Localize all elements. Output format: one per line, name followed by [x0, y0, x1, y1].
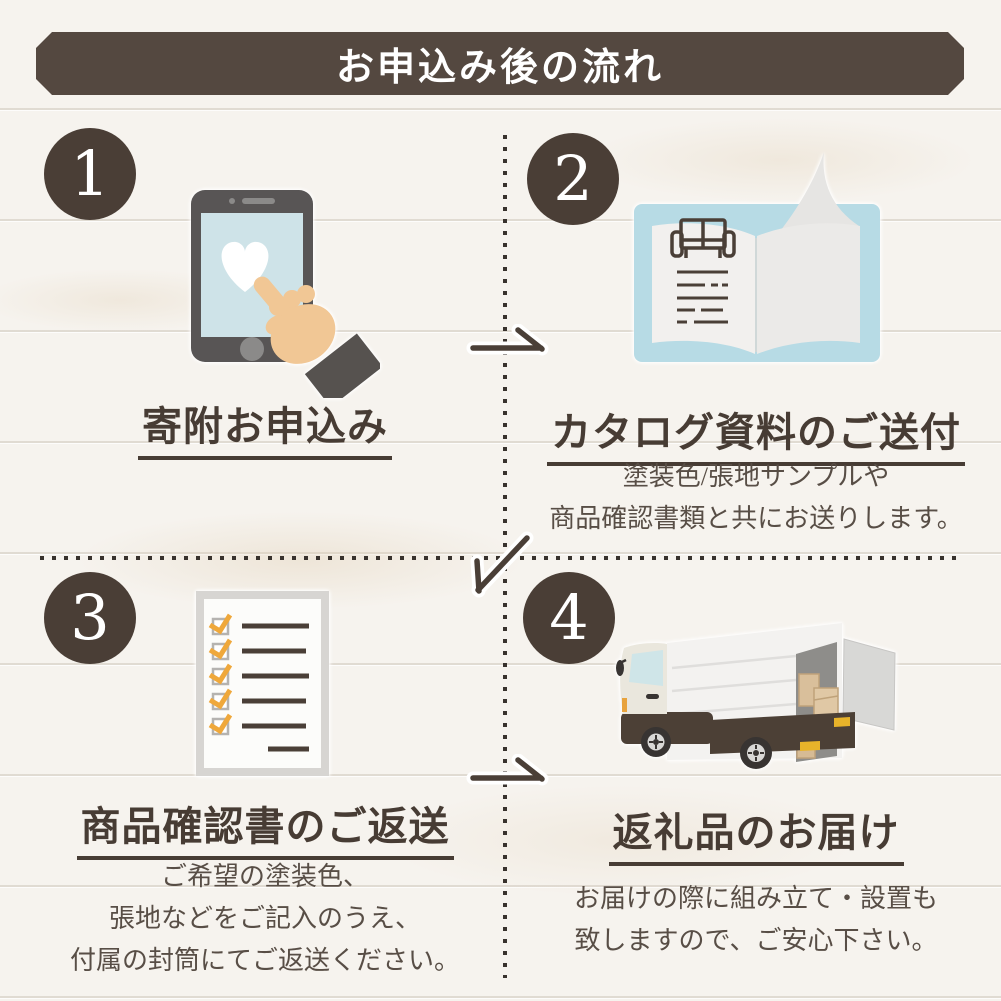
- smartphone-tap-heart-icon: [191, 190, 380, 398]
- checklist-document-icon: [196, 591, 329, 776]
- desc-line: 塗装色/張地サンプルや: [622, 462, 890, 491]
- arrow-right-icon: [466, 754, 549, 786]
- desc-line: 張地などをご記入のうえ、: [108, 904, 421, 933]
- step-4-title: 返礼品のお届け: [508, 800, 1001, 866]
- arrow-right-icon: [466, 324, 549, 356]
- step-1-title: 寄附お申込み: [20, 394, 510, 460]
- step-number: 2: [553, 142, 593, 215]
- step-2-description: 塗装色/張地サンプルや 商品確認書類と共にお送りします。: [508, 456, 1001, 540]
- horizontal-dotted-divider: [40, 556, 957, 560]
- step-3-description: ご希望の塗装色、 張地などをご記入のうえ、 付属の封筒にてご返送ください。: [20, 856, 510, 982]
- desc-line: ご希望の塗装色、: [160, 862, 369, 891]
- step-4-description: お届けの際に組み立て・設置も 致しますので、ご安心下さい。: [508, 878, 1001, 962]
- step-3-title: 商品確認書のご返送: [20, 794, 510, 860]
- arrow-down-left-icon: [470, 531, 534, 598]
- header-title: お申込み後の流れ: [335, 47, 664, 89]
- step-1-number-badge: 1: [44, 128, 136, 220]
- step-2-number-badge: 2: [527, 133, 619, 225]
- desc-line: 付属の封筒にてご返送ください。: [69, 946, 460, 975]
- header-banner: お申込み後の流れ: [36, 32, 964, 95]
- step-2-title: カタログ資料のご送付: [508, 400, 1001, 466]
- step-number: 3: [70, 581, 110, 654]
- step-4-number-badge: 4: [523, 572, 615, 664]
- step-number: 1: [70, 137, 110, 210]
- desc-line: お届けの際に組み立て・設置も: [573, 884, 938, 913]
- desc-line: 商品確認書類と共にお送りします。: [549, 504, 963, 533]
- catalog-book-icon: [634, 152, 880, 362]
- step-number: 4: [549, 581, 589, 654]
- desc-line: 致しますので、ご安心下さい。: [574, 926, 938, 955]
- delivery-truck-icon: [616, 623, 896, 769]
- step-3-number-badge: 3: [44, 572, 136, 664]
